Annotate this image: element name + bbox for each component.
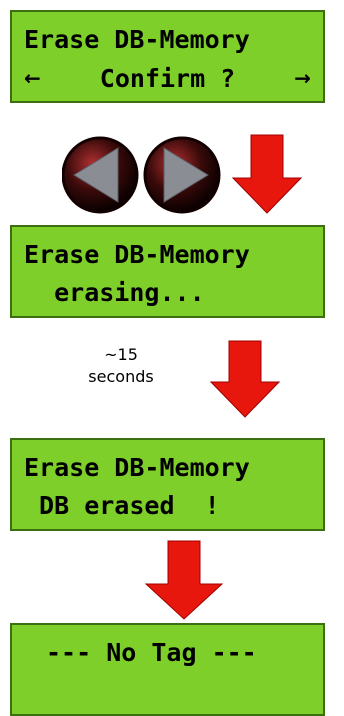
wait-duration-label: ~15 seconds (66, 344, 176, 388)
down-arrow-icon (210, 340, 280, 418)
lcd-line-1: Erase DB-Memory (24, 453, 250, 482)
down-arrow-icon (144, 540, 224, 620)
lcd-line-1: Erase DB-Memory (24, 25, 250, 54)
wait-unit: seconds (88, 367, 154, 386)
lcd-line-2: ← Confirm ? → (24, 63, 311, 93)
lcd-line-2: erasing... (24, 278, 205, 307)
navigation-buttons (62, 136, 221, 214)
right-button-icon[interactable] (143, 136, 221, 214)
lcd-screen-erasing: Erase DB-Memory erasing... (10, 225, 325, 318)
down-arrow-icon (232, 134, 302, 214)
lcd-line-1: Erase DB-Memory (24, 240, 250, 269)
left-button-icon[interactable] (62, 136, 139, 214)
lcd-line-1: --- No Tag --- (46, 638, 257, 667)
wait-value: ~15 (104, 345, 138, 364)
lcd-screen-confirm: Erase DB-Memory ← Confirm ? → (10, 10, 325, 103)
confirm-text: Confirm ? (99, 63, 236, 93)
right-arrow-glyph: → (294, 66, 311, 90)
lcd-screen-no-tag: --- No Tag --- (10, 623, 325, 716)
left-arrow-glyph: ← (24, 66, 41, 90)
lcd-line-2: DB erased ! (24, 491, 220, 520)
lcd-screen-erased: Erase DB-Memory DB erased ! (10, 438, 325, 531)
